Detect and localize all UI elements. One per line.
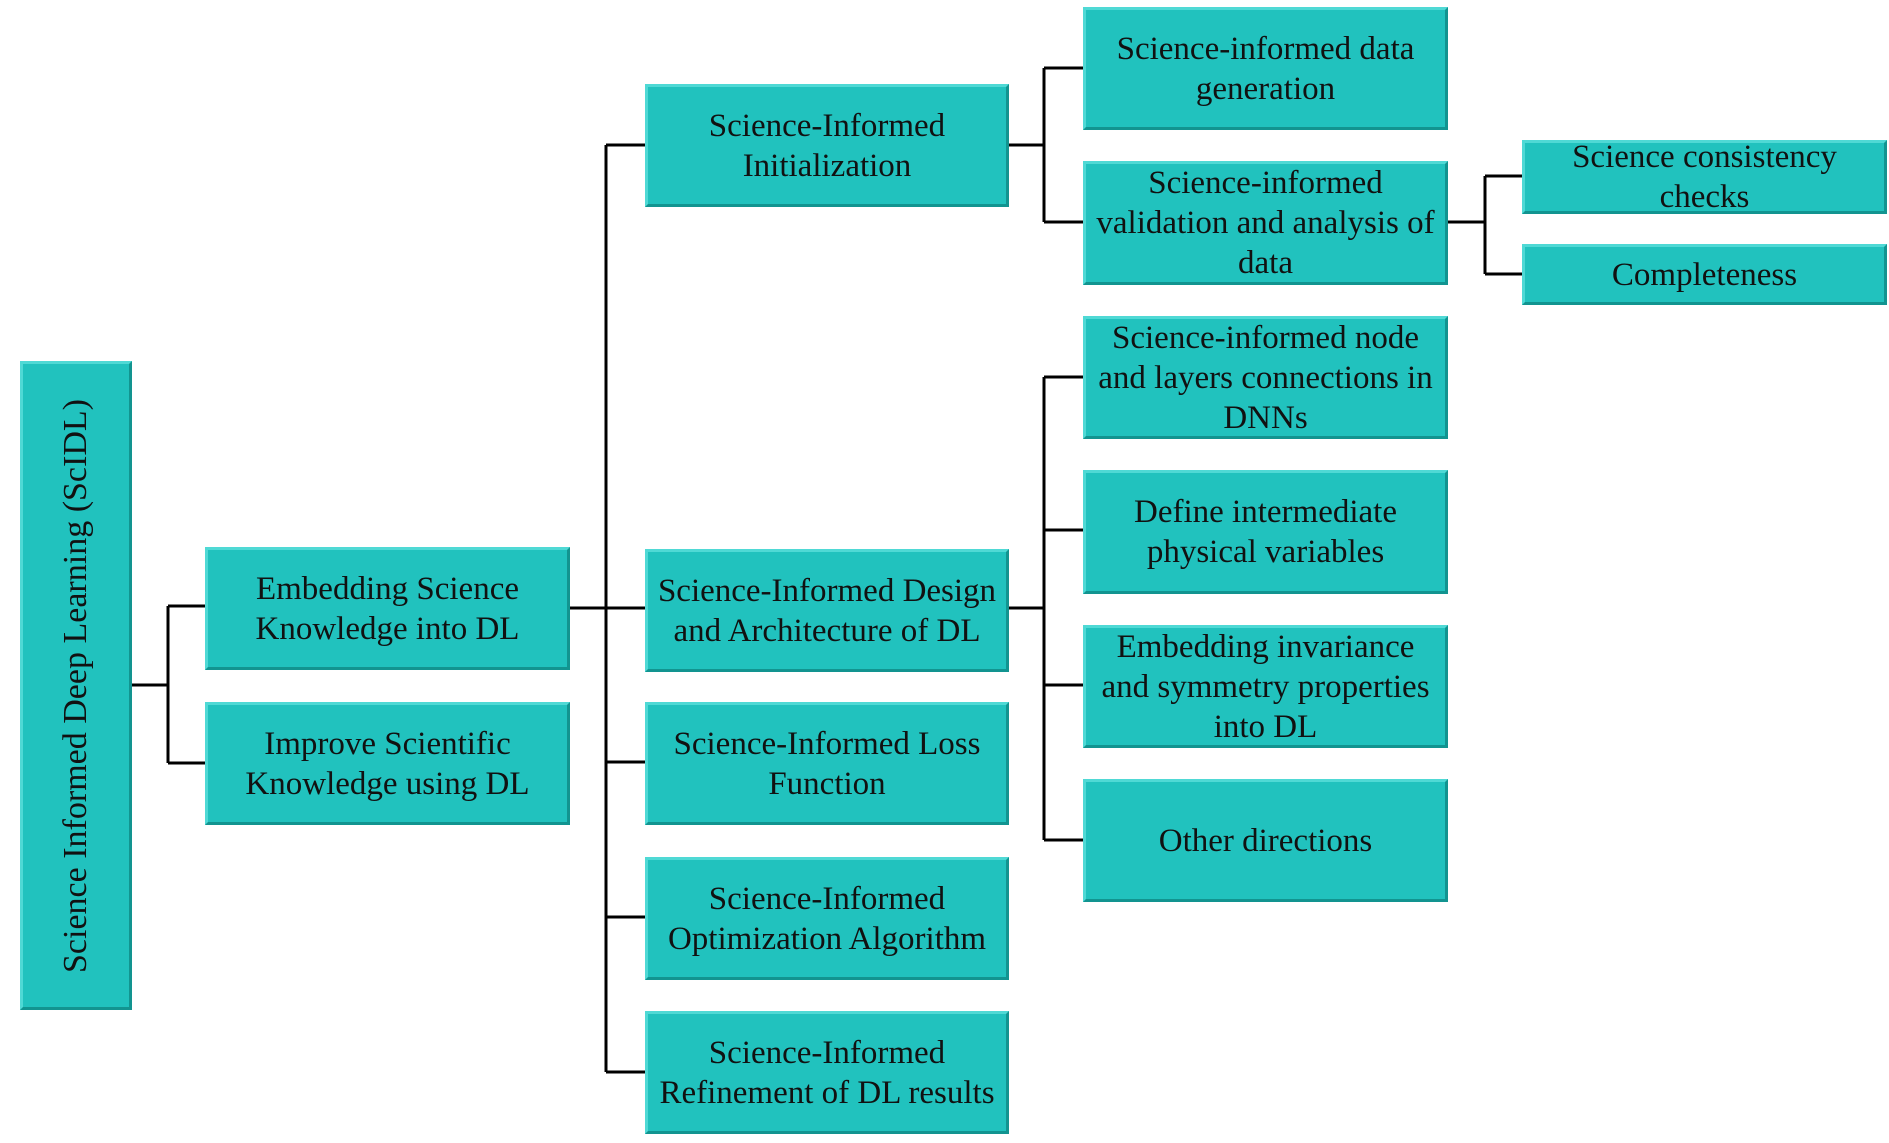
node-label: Science-informed validation and analysis… <box>1096 165 1435 281</box>
node-completeness: Completeness <box>1522 244 1887 305</box>
node-label: Science-Informed Initialization <box>708 107 946 184</box>
node-label: Science-Informed Design and Architecture… <box>657 572 997 649</box>
node-embedding-science-knowledge: Embedding Science Knowledge into DL <box>205 547 570 670</box>
node-label: Science-Informed Loss Function <box>673 725 981 802</box>
node-intermediate-variables: Define intermediate physical variables <box>1083 470 1448 594</box>
node-label: Science-informed node and layers connect… <box>1098 319 1433 436</box>
node-invariance-symmetry: Embedding invariance and symmetry proper… <box>1083 625 1448 748</box>
node-label: Embedding invariance and symmetry proper… <box>1101 628 1430 745</box>
node-science-informed-optimization: Science-Informed Optimization Algorithm <box>645 857 1009 980</box>
node-other-directions: Other directions <box>1083 779 1448 902</box>
node-science-informed-refinement: Science-Informed Refinement of DL result… <box>645 1011 1009 1134</box>
node-label: Science-Informed Refinement of DL result… <box>659 1034 995 1111</box>
node-label: Improve Scientific Knowledge using DL <box>245 725 530 802</box>
node-validation-analysis: Science-informed validation and analysis… <box>1083 161 1448 285</box>
node-science-informed-initialization: Science-Informed Initialization <box>645 84 1009 207</box>
node-layers-connections: Science-informed node and layers connect… <box>1083 316 1448 439</box>
node-label: Completeness <box>1611 256 1798 293</box>
node-label: Science consistency checks <box>1572 139 1837 215</box>
root-node: Science Informed Deep Learning (ScIDL) <box>20 361 132 1010</box>
node-label: Science-Informed Optimization Algorithm <box>667 880 987 957</box>
node-label: Define intermediate physical variables <box>1134 494 1397 570</box>
node-label: Science-informed data generation <box>1116 30 1415 107</box>
node-label: Other directions <box>1158 822 1373 859</box>
node-improve-scientific-knowledge: Improve Scientific Knowledge using DL <box>205 702 570 825</box>
node-science-informed-design: Science-Informed Design and Architecture… <box>645 549 1009 672</box>
node-data-generation: Science-informed data generation <box>1083 7 1448 130</box>
node-label: Embedding Science Knowledge into DL <box>255 570 520 647</box>
node-science-informed-loss: Science-Informed Loss Function <box>645 702 1009 825</box>
node-consistency-checks: Science consistency checks <box>1522 139 1887 215</box>
root-label: Science Informed Deep Learning (ScIDL) <box>57 398 94 973</box>
